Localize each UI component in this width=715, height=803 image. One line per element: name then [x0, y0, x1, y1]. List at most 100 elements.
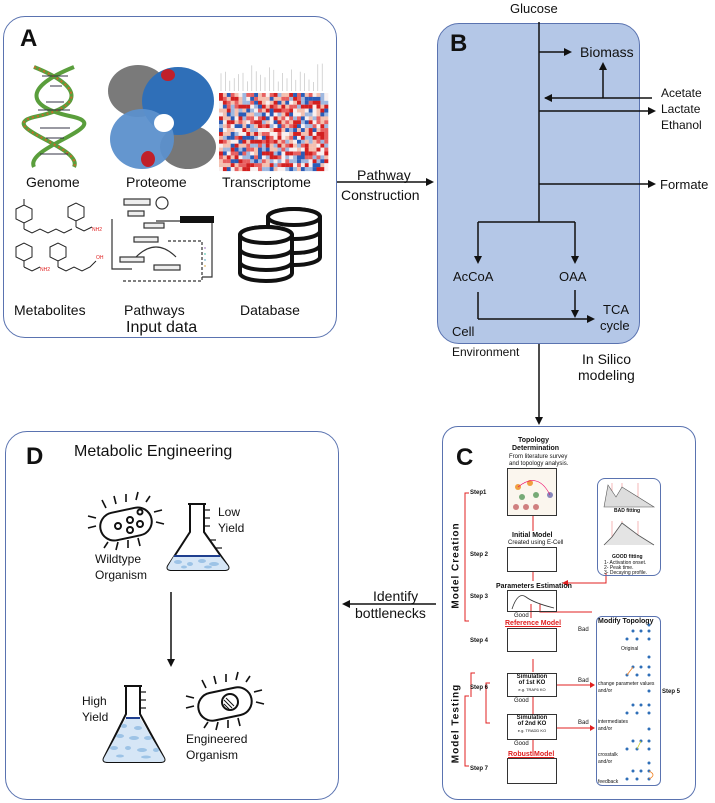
svg-text:OH: OH: [96, 255, 104, 261]
svg-text:x: x: [204, 257, 206, 262]
high-yield-label-1: High: [82, 694, 107, 708]
engineered-organism-icon: [185, 671, 265, 731]
tca-node-1: TCA: [603, 302, 629, 317]
step5-label: Step 5: [662, 689, 681, 695]
genome-label: Genome: [26, 174, 80, 190]
environment-label: Environment: [452, 345, 520, 359]
svg-text:x: x: [204, 263, 206, 268]
panel-d-title: Metabolic Engineering: [74, 443, 233, 460]
modify-item-feedback: feedback: [598, 779, 619, 785]
modify-item-andor-3: and/or: [598, 759, 613, 765]
reference-model-thumbnail: [507, 628, 557, 652]
robust-model-label: Robust Model: [508, 751, 555, 758]
low-yield-label-1: Low: [218, 505, 241, 519]
step1-label: Step1: [470, 490, 487, 496]
cell-label: Cell: [452, 324, 475, 339]
sim1-box: Simulation of 1st KO e.g. TRAF6 KO: [507, 673, 557, 697]
svg-text:NH2: NH2: [92, 227, 102, 233]
topology-sub-2: and topology analysis.: [509, 461, 569, 467]
high-yield-label-2: Yield: [82, 710, 109, 724]
sim1-sub: e.g. TRAF6 KO: [518, 687, 546, 692]
protein-surface-icon: [108, 65, 216, 169]
lactate-node: Lactate: [661, 102, 701, 116]
input-data-caption: Input data: [126, 319, 198, 336]
bottlenecks-label: bottlenecks: [355, 605, 426, 621]
high-yield-flask-icon: [102, 685, 166, 763]
sim1-title-1: Simulation: [516, 674, 548, 680]
engineered-label-1: Engineered: [186, 732, 248, 746]
acetate-node: Acetate: [661, 86, 702, 100]
step7-label: Step 7: [470, 766, 489, 772]
good-label-2: Good: [514, 698, 529, 704]
database-stack-icon: [238, 207, 322, 283]
topology-network-thumbnail: [507, 468, 557, 516]
oaa-node: OAA: [559, 269, 587, 284]
reference-model-label: Reference Model: [505, 620, 562, 627]
sim2-box: Simulation of 2nd KO e.g. TRADD KO: [507, 714, 557, 740]
fitting-plots: [603, 483, 656, 546]
modify-item-original: Original: [621, 646, 639, 652]
ethanol-node: Ethanol: [661, 118, 702, 132]
tca-node-2: cycle: [600, 318, 630, 333]
panel-d-letter: D: [26, 443, 44, 470]
pathway-construction-label-1: Pathway: [357, 167, 411, 183]
panel-a-input-data: A Genome Proteome Transcriptome: [3, 16, 337, 338]
sim2-sub: e.g. TRADD KO: [517, 728, 547, 733]
param-est-title: Parameters Estimation: [496, 583, 572, 590]
sim2-title-2: of 2nd KO: [517, 721, 547, 727]
modify-topology-title: Modify Topology: [598, 618, 654, 625]
modify-topology-box: [596, 616, 661, 786]
step2-label: Step 2: [470, 552, 489, 558]
modify-item-change-params: change parameter values: [598, 681, 655, 687]
sim1-title-2: of 1st KO: [518, 680, 546, 686]
low-yield-flask-icon: [166, 503, 230, 571]
criterion-3: 3- Decaying profile.: [604, 570, 648, 576]
initial-model-sub: Created using E-Cell: [508, 540, 564, 546]
modify-item-crosstalk: crosstalk: [598, 752, 618, 758]
criterion-2: 2- Peak time.: [604, 565, 634, 571]
good-label-3: Good: [514, 741, 529, 747]
fitting-criteria-box: [597, 478, 661, 576]
topology-variants: [625, 623, 654, 781]
topology-sub-1: From literature survey: [509, 454, 568, 460]
panel-c-letter: C: [456, 444, 474, 471]
transcriptome-label: Transcriptome: [222, 174, 311, 190]
metabolites-label: Metabolites: [14, 302, 86, 318]
biomass-node: Biomass: [580, 44, 634, 60]
low-yield-label-2: Yield: [218, 521, 245, 535]
in-silico-label-1: In Silico: [582, 351, 632, 367]
panel-a-letter: A: [20, 25, 38, 52]
step4-label: Step 4: [470, 638, 489, 644]
accoa-node: AcCoA: [453, 269, 494, 284]
robust-model-thumbnail: [507, 758, 557, 784]
glucose-label: Glucose: [510, 1, 558, 16]
formate-node: Formate: [660, 177, 709, 192]
step6-label: Step 6: [470, 685, 489, 691]
panel-d-metabolic-engineering: [5, 431, 339, 800]
bad-label-2: Bad: [578, 678, 589, 684]
svg-text:NH2: NH2: [40, 267, 50, 273]
pathway-construction-label-2: Construction: [341, 187, 420, 203]
panel-c-in-silico-model: [442, 426, 696, 800]
svg-text:x: x: [204, 245, 206, 250]
in-silico-label-2: modeling: [578, 367, 635, 383]
bad-label-3: Bad: [578, 720, 589, 726]
good-fitting-label: GOOD fitting: [612, 554, 643, 560]
modify-item-andor-1: and/or: [598, 688, 613, 694]
topology-title-1: Topology: [518, 437, 549, 444]
sim2-title-1: Simulation: [516, 715, 548, 721]
bad-label-1: Bad: [578, 627, 589, 633]
panel-b-letter: B: [450, 30, 468, 57]
good-label-1: Good: [514, 613, 529, 619]
pathways-label: Pathways: [124, 302, 185, 318]
bad-fitting-label: BAD fitting: [614, 508, 641, 514]
identify-label: Identify: [373, 588, 419, 604]
svg-text:x: x: [204, 251, 206, 256]
